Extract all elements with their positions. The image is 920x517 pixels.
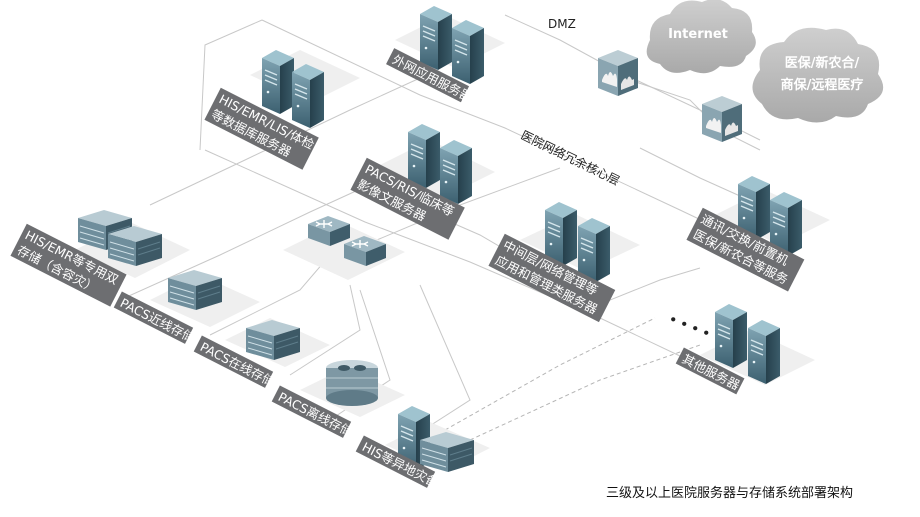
cloud-internet-label: Internet [668,27,728,42]
storage-pacs-online [245,319,301,361]
cloud-internet: Internet [646,0,756,74]
firewall-insurance [702,96,742,142]
dashed-links [444,317,701,441]
diagram-caption: 三级及以上医院服务器与存储系统部署架构 [606,486,854,501]
core-layer-label: 医院网络冗余核心层 [519,127,623,188]
firewall-dmz [598,50,638,96]
ellipsis: • • • • [667,312,712,341]
cloud-insurance: 医保/新农合/ 商保/远程医疗 [752,27,884,123]
storage-pacs-nearline [167,269,223,311]
storage-pacs-offline [325,359,379,407]
cloud-insurance-line2: 商保/远程医疗 [781,77,864,93]
cloud-insurance-line1: 医保/新农合/ [785,55,860,71]
dmz-label: DMZ [548,17,576,31]
